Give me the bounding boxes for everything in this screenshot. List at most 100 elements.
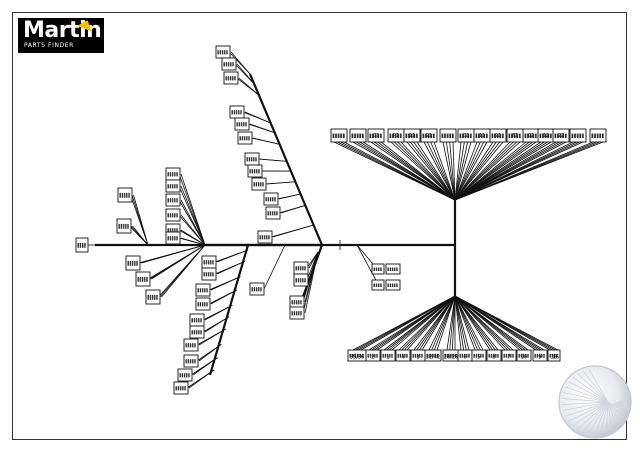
connector-pin [201, 288, 204, 293]
connector-pin [466, 353, 468, 358]
bottom-row-connector [532, 349, 548, 362]
connector-pin [511, 133, 513, 139]
connector-pin [225, 76, 227, 81]
sphere-ray [565, 386, 609, 403]
connector-pin [412, 353, 414, 358]
connector-pin [374, 353, 376, 358]
wire [308, 251, 319, 269]
bottom-connector-label: 5 [477, 355, 480, 361]
connector-pin [389, 353, 391, 358]
connector-pin [248, 136, 250, 141]
connector-pin [492, 353, 495, 358]
connector-pin [174, 172, 176, 177]
connector-pin [253, 157, 255, 162]
wire [454, 141, 521, 201]
connector-pin [375, 283, 378, 287]
connector-pin [243, 122, 245, 127]
inline-connector [385, 263, 401, 275]
connector-pin [82, 242, 84, 248]
connector-pin [371, 353, 374, 358]
left-lower-connector [125, 255, 141, 271]
connector-pin [274, 211, 276, 216]
connector-pin [536, 353, 539, 358]
connector-pin [340, 133, 343, 139]
wire [454, 141, 552, 201]
sphere-ray [593, 401, 609, 436]
connector-pin [510, 353, 512, 358]
connector-pin [127, 223, 129, 229]
connector-pin [269, 197, 272, 202]
connector-pin [167, 184, 169, 189]
connector-pin [419, 353, 421, 358]
connector-pin [79, 242, 82, 248]
connector-pin [429, 353, 431, 358]
connector-pin [579, 133, 582, 139]
connector-pin [434, 353, 437, 358]
wire [406, 141, 456, 201]
bottom-row-connector [380, 349, 396, 362]
connector-pin [167, 228, 169, 233]
top-connector-label: 22 [558, 133, 564, 139]
connector-pin [362, 353, 364, 358]
connector-pin [501, 133, 504, 139]
bottom-connector-label: 3 [416, 355, 419, 361]
connector-pin [210, 260, 212, 265]
connector-pin [544, 133, 547, 139]
connector-pin [189, 359, 192, 364]
connector-pin [557, 133, 559, 139]
wire [426, 141, 456, 201]
connector-pin [167, 198, 169, 203]
connector-pin [293, 300, 296, 305]
wire [454, 295, 462, 351]
wire [180, 229, 206, 246]
connector-pin [463, 353, 466, 358]
connector-pin [144, 276, 146, 282]
connector-pin [258, 287, 260, 292]
sphere-ray [582, 370, 609, 403]
connector-pin [367, 353, 369, 358]
martin-sphere-icon [558, 365, 632, 439]
wire [406, 295, 456, 351]
bottom-row-connector [501, 349, 517, 362]
connector-pin [207, 260, 210, 265]
connector-pin [181, 373, 184, 378]
bottom-connector-label: 6 [463, 355, 466, 361]
connector-pin [227, 76, 230, 81]
upper-branch-connector [263, 192, 279, 206]
top-row-connector [330, 128, 348, 143]
wire [180, 173, 206, 246]
wire [454, 295, 545, 351]
connector-pin [197, 302, 199, 307]
connector-pin [240, 122, 243, 127]
connector-pin [405, 133, 408, 139]
left-lower-connector [145, 289, 161, 305]
connector-pin [373, 267, 375, 271]
connector-pin [541, 353, 543, 358]
connector-pin [193, 318, 196, 323]
connector-pin [576, 133, 579, 139]
connector-pin [562, 133, 565, 139]
bottom-row-connector [471, 349, 487, 362]
wire [216, 249, 249, 263]
mid-left-connector [165, 167, 181, 181]
wire [454, 295, 470, 351]
brand-name: Martin [23, 18, 102, 43]
connector-pin [206, 288, 208, 293]
connector-pin [243, 136, 246, 141]
connector-pin [179, 386, 182, 391]
connector-pin [485, 133, 488, 139]
connector-pin [488, 353, 490, 358]
connector-pin [184, 386, 186, 391]
connector-pin [508, 133, 511, 139]
connector-pin [207, 272, 210, 277]
sphere-ray [607, 401, 627, 413]
connector-pin [186, 373, 188, 378]
connector-pin [265, 197, 267, 202]
bottom-row-connector [547, 349, 561, 362]
connector-pin [444, 353, 447, 358]
top-row-connector [569, 128, 587, 143]
connector-pin [396, 267, 398, 271]
sphere-ray [568, 401, 609, 422]
connector-pin [127, 260, 129, 266]
connector-pin [406, 353, 408, 358]
